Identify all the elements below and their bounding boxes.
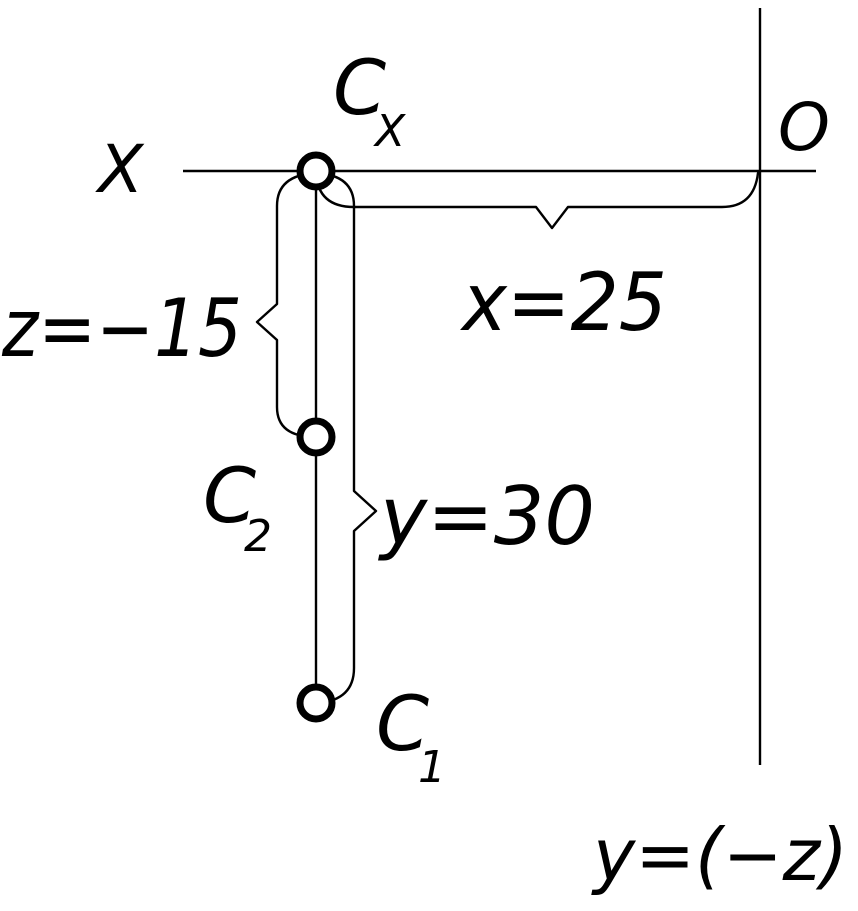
node-c2 [296,417,336,457]
y-dimension-label: y=30 [378,470,595,563]
x-dimension-brace [314,171,760,230]
origin-label: O [778,89,830,166]
z-dimension-label: z=−15 [1,282,242,375]
node-cx [296,151,336,191]
x-axis-label: X [95,131,145,208]
z-dimension-brace [255,171,318,439]
y-dimension-brace [314,171,378,705]
cx-subscript: X [373,106,406,157]
c1-label: C [376,679,429,768]
c2-label: C [203,451,256,540]
y-axis-right-label: y=(−z) [591,813,848,897]
cx-label: C [333,43,386,132]
c1-subscript: 1 [418,742,446,793]
node-c1 [296,683,336,723]
c2-subscript: 2 [244,511,272,562]
x-dimension-label: x=25 [459,256,667,349]
